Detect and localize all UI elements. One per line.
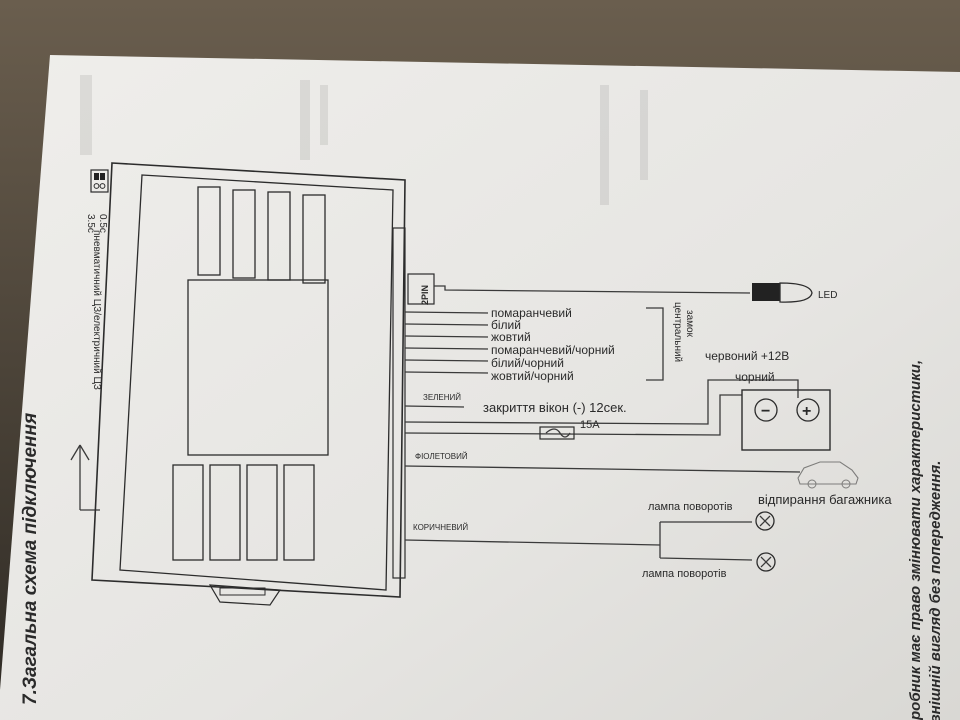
wire-yellow: жовтий [491,330,531,344]
manufacturer-note-line2: зовнішній вигляд без попередження. [927,461,944,720]
violet-wire [404,465,801,473]
bleed-through [80,75,648,205]
led-icon [752,282,813,303]
control-unit [91,162,406,606]
fuse-label: 15А [580,419,600,431]
turn-lamp-wires [659,521,753,561]
green-wire [404,405,465,408]
battery-plus: + [802,403,811,420]
battery-icon [741,389,831,451]
green-wire-label: ЗЕЛЕНИЙ [423,393,461,402]
led-label: LED [818,290,837,301]
manufacturer-note-line1: Виробник має право змінювати характерист… [907,360,924,720]
jumper-switch [90,169,109,193]
connector-label: 2PIN [420,285,430,305]
windows-label: закриття вікон (-) 12сек. [483,400,627,415]
turn-lamp-label-2: лампа поворотів [642,568,727,580]
turn-lamp-label-1: лампа поворотів [648,501,733,513]
violet-wire-label: ФІОЛЕТОВИЙ [415,452,468,461]
black-wire-label: чорний [735,370,775,384]
fuse-icon [539,426,575,440]
switch-label-35: 3.5с [85,214,96,233]
wire-orange: помаранчевий [491,306,572,320]
central-lock-label-2: замок [684,310,695,338]
red-wire [404,379,799,425]
wire-white: білий [491,318,521,332]
central-lock-wires [404,307,664,381]
car-icon [797,461,859,489]
trunk-label: відпирання багажника [758,492,892,507]
section-heading: 7.Загальна схема підключення [20,413,41,705]
paper-sheet [0,55,960,720]
red-wire-label: червоний +12В [705,349,789,363]
antenna-icon [70,444,100,511]
wire-white-black: білий/чорний [491,356,564,370]
black-wire [404,394,742,436]
led-wire [434,285,751,294]
brown-wire [404,539,661,546]
brown-wire-label: КОРИЧНЕВИЙ [413,523,468,532]
switch-caption: пневматичний ЦЗ/електричний ЦЗ [91,230,102,390]
connector-2pin [407,273,435,305]
upper-button-row [197,186,326,284]
wire-orange-black: помаранчевий/чорний [491,343,615,357]
switch-label-05: 0.5с [97,214,108,233]
lower-button-row [172,464,315,561]
turn-lamp-icon-2 [756,552,776,572]
turn-lamp-icon-1 [755,511,775,531]
battery-minus: − [761,403,770,420]
central-lock-label-1: центральний [672,302,683,362]
wire-yellow-black: жовтий/чорний [491,369,574,383]
